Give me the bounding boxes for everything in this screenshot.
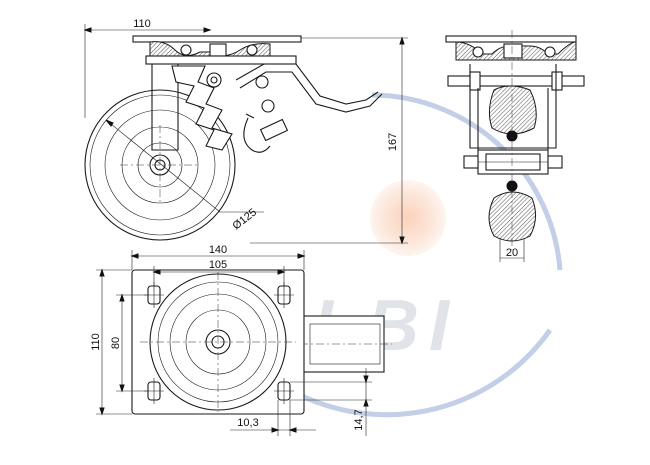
dim-hole-spacing-y-label: 80 (110, 337, 122, 349)
dim-top-width: 110 (83, 18, 212, 118)
brake-pad-tyre (488, 85, 537, 135)
dim-brake-offset: 14,7 (290, 368, 372, 436)
watermark-arc-top (371, 92, 563, 271)
fork-leg (151, 64, 179, 151)
wheel-outer (84, 89, 236, 241)
brake-spring (243, 113, 271, 153)
mounting-holes (144, 282, 294, 404)
dim-height: 167 (250, 36, 408, 245)
dim-top-width-label: 110 (133, 18, 151, 30)
dim-hole-spacing-x-label: 105 (209, 259, 227, 271)
front-view: 20 (445, 30, 585, 262)
watermark-orange-circle (370, 180, 446, 256)
dim-plate-depth: 110 (90, 268, 132, 416)
dim-hole-spacing-x: 105 (152, 259, 286, 286)
front-wheel-tyre (488, 191, 536, 242)
ball-2 (246, 44, 258, 56)
dim-hole-size: 10,3 (230, 400, 316, 436)
front-fork (469, 64, 557, 149)
side-wheel (84, 89, 236, 241)
side-view: 110 167 (83, 18, 408, 245)
dim-height-label: 167 (387, 133, 399, 151)
bearing-base (145, 55, 297, 65)
top-plate (132, 35, 302, 43)
dim-wheel-diameter: Ø125 (105, 119, 264, 232)
dim-hole-spacing-y: 80 (110, 293, 148, 393)
dim-wheel-width-label: 20 (506, 247, 518, 259)
brake-lever (235, 63, 379, 105)
dim-wheel-width: 20 (499, 238, 525, 262)
dim-plate-depth-label: 110 (90, 333, 102, 351)
front-top-plate (445, 35, 577, 43)
dim-wheel-diameter-label: Ø125 (230, 206, 259, 232)
brake-pedal-bolt (259, 118, 289, 142)
top-view: 140 105 110 80 (90, 244, 392, 436)
kingpin-head (209, 43, 227, 57)
dim-plate-width: 140 (130, 244, 306, 270)
watermark-arc-bottom (298, 328, 553, 418)
front-axle-bar (447, 75, 585, 87)
brake-mechanism (171, 65, 233, 151)
brake-lever-inner (239, 71, 383, 113)
dim-brake-offset-label: 14,7 (353, 409, 365, 430)
ball-1 (180, 44, 192, 56)
dim-plate-width-label: 140 (209, 244, 227, 256)
dim-hole-size-label: 10,3 (237, 417, 258, 429)
